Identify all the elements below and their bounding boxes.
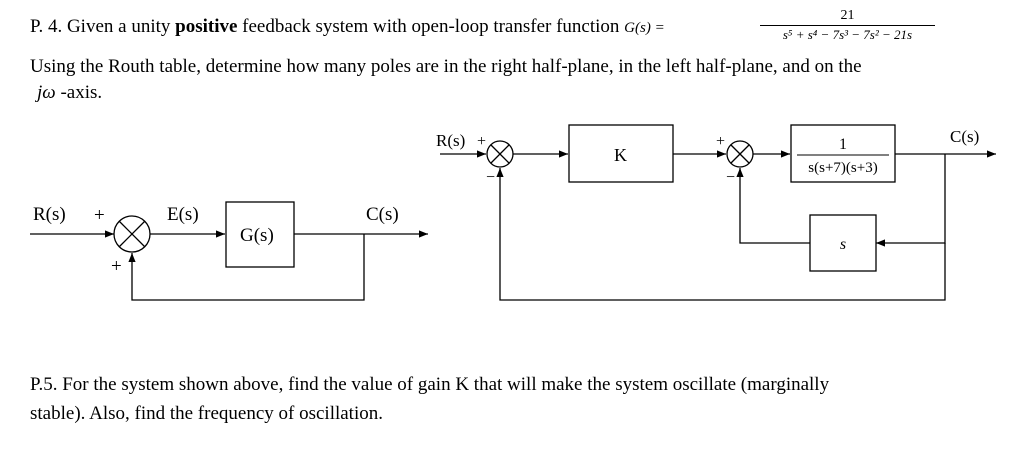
p4-line1: P. 4. Given a unity positive feedback sy…: [30, 16, 665, 39]
right-plant-denominator: s(s+7)(s+3): [808, 160, 877, 176]
right-inner-feedback-return: [736, 168, 810, 244]
p4-after-bold: feedback system with open-loop transfer …: [237, 16, 625, 37]
p4-g-label: G(s) =: [624, 20, 665, 36]
left-g-label: G(s): [240, 225, 274, 246]
right-summing-junction-2: [726, 140, 754, 168]
p4-denominator: s⁵ + s⁴ − 7s³ − 7s² − 21s: [760, 25, 935, 43]
p4-bold-word: positive: [175, 16, 238, 37]
left-input-label: R(s): [33, 204, 66, 225]
left-plus-top: +: [94, 205, 105, 226]
p4-jw: jω: [37, 82, 56, 103]
right-minus-2: −: [726, 169, 735, 186]
right-minus-1: −: [486, 169, 495, 186]
p4-prefix: P. 4. Given a unity: [30, 16, 176, 37]
left-feedback-path: [128, 234, 365, 301]
right-output-label: C(s): [950, 127, 979, 146]
p5-line2: stable). Also, find the frequency of osc…: [30, 403, 383, 424]
p4-axis-text: -axis.: [55, 82, 103, 103]
right-plus-1: +: [477, 133, 486, 150]
left-diagram: [30, 201, 428, 301]
right-outer-feedback-path: [496, 168, 946, 301]
right-summing-junction-1: [486, 140, 514, 168]
right-feedback-label: s: [840, 236, 846, 253]
left-plus-bottom: +: [111, 256, 122, 277]
right-plus-2: +: [716, 133, 725, 150]
left-output-label: C(s): [366, 204, 399, 225]
p4-transfer-fraction: 21 s⁵ + s⁴ − 7s³ − 7s² − 21s: [760, 8, 935, 43]
right-input-label: R(s): [436, 131, 465, 150]
p4-line3: jω -axis.: [37, 82, 102, 104]
right-plant-numerator: 1: [839, 136, 847, 153]
right-k-label: K: [614, 145, 627, 165]
left-summing-junction: [113, 215, 151, 253]
left-error-label: E(s): [167, 204, 199, 225]
p5-line1: P.5. For the system shown above, find th…: [30, 374, 830, 395]
right-inner-feedback-path: [876, 154, 946, 247]
p4-numerator: 21: [840, 8, 855, 23]
right-diagram: [440, 124, 996, 301]
p4-line2: Using the Routh table, determine how man…: [30, 56, 862, 77]
